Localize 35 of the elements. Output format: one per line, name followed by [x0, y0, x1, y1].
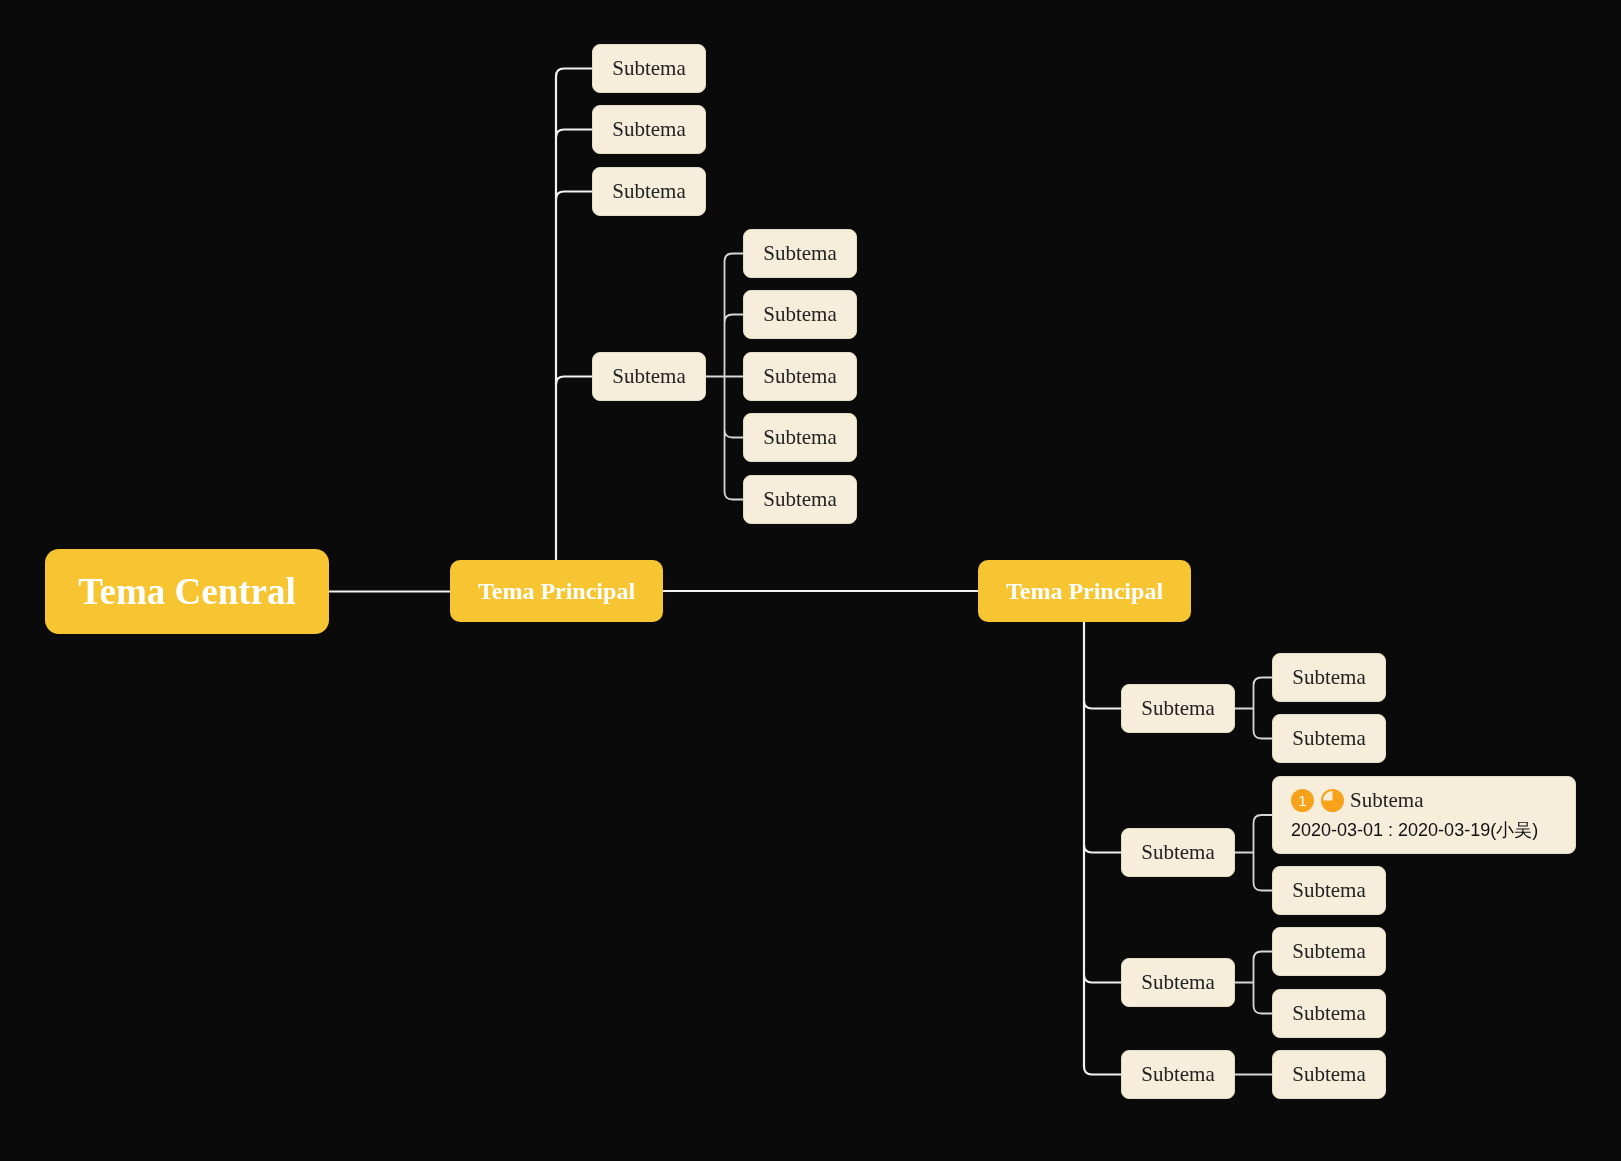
central-topic-box: Tema Central — [45, 549, 329, 634]
connector-line — [663, 589, 978, 593]
main-topic-box: Tema Principal — [450, 560, 663, 622]
priority-badge: 1 — [1291, 789, 1314, 812]
subtopic-box: Subtema — [1272, 927, 1386, 976]
subtopic-card — [1272, 776, 1576, 854]
main-topic-box: Tema Principal — [978, 560, 1191, 622]
subtopic-box: Subtema — [743, 475, 857, 524]
subtopic-box: Subtema — [743, 290, 857, 339]
subtopic-box: Subtema — [743, 229, 857, 278]
subtopic-box: Subtema — [592, 44, 706, 93]
subtopic-box: Subtema — [1272, 1050, 1386, 1099]
subtopic-box: Subtema — [592, 105, 706, 154]
connector-line — [705, 252, 744, 501]
connector-line — [1234, 1073, 1273, 1076]
connector-line — [1234, 676, 1273, 740]
subtopic-box: Subtema — [743, 352, 857, 401]
subtopic-box: Subtema — [1121, 684, 1235, 733]
connector-line — [1234, 814, 1273, 892]
connector-line — [554, 67, 594, 562]
topic-text: Subtema — [1350, 788, 1424, 813]
connector-line — [329, 590, 450, 593]
subtopic-box: Subtema — [1272, 653, 1386, 702]
subtopic-box: Subtema — [1272, 989, 1386, 1038]
connector-line — [1234, 950, 1273, 1015]
subtopic-box: Subtema — [1121, 828, 1235, 877]
date-text: 2020-03-01 : 2020-03-19(小吴) — [1291, 819, 1539, 842]
subtopic-box: Subtema — [1272, 714, 1386, 763]
subtopic-box: Subtema — [1121, 1050, 1235, 1099]
subtopic-box: Subtema — [743, 413, 857, 462]
subtopic-box: Subtema — [1121, 958, 1235, 1007]
subtopic-box: Subtema — [592, 167, 706, 216]
subtopic-box: Subtema — [592, 352, 706, 401]
subtopic-box: Subtema — [1272, 866, 1386, 915]
connector-line — [1082, 620, 1123, 1076]
